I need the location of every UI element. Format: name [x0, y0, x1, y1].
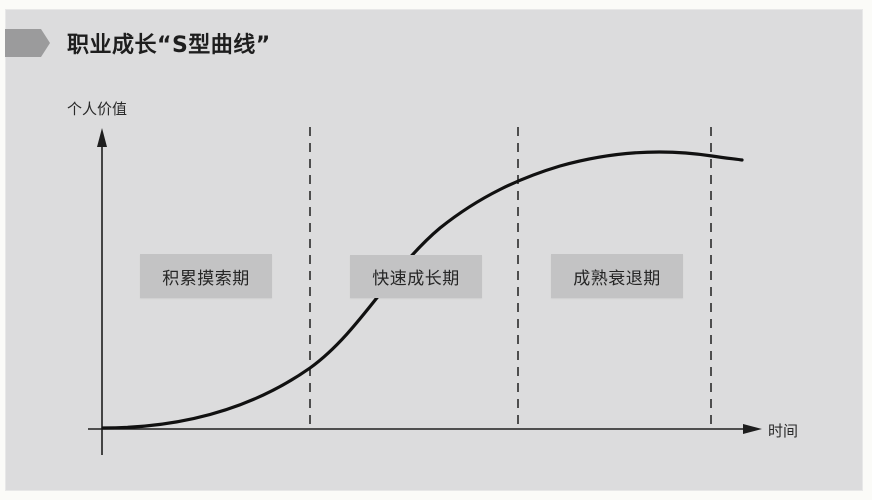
s-curve-line: [101, 150, 744, 430]
diagram-panel: [5, 9, 863, 491]
phase-label-rapid-growth: 快速成长期: [350, 255, 482, 298]
phase-dividers: [309, 127, 712, 429]
phase-label-maturity-decline: 成熟衰退期: [551, 254, 683, 298]
x-axis: [88, 424, 762, 434]
y-axis: [97, 128, 107, 455]
y-axis-arrow-icon: [97, 128, 107, 147]
x-axis-arrow-icon: [743, 424, 762, 434]
page-title: 职业成长“S型曲线”: [67, 33, 271, 58]
y-axis-label: 个人价值: [67, 100, 128, 118]
x-axis-label: 时间: [768, 422, 799, 440]
title-marker-icon: [5, 29, 50, 57]
phase-label-accumulation: 积累摸索期: [140, 254, 272, 298]
